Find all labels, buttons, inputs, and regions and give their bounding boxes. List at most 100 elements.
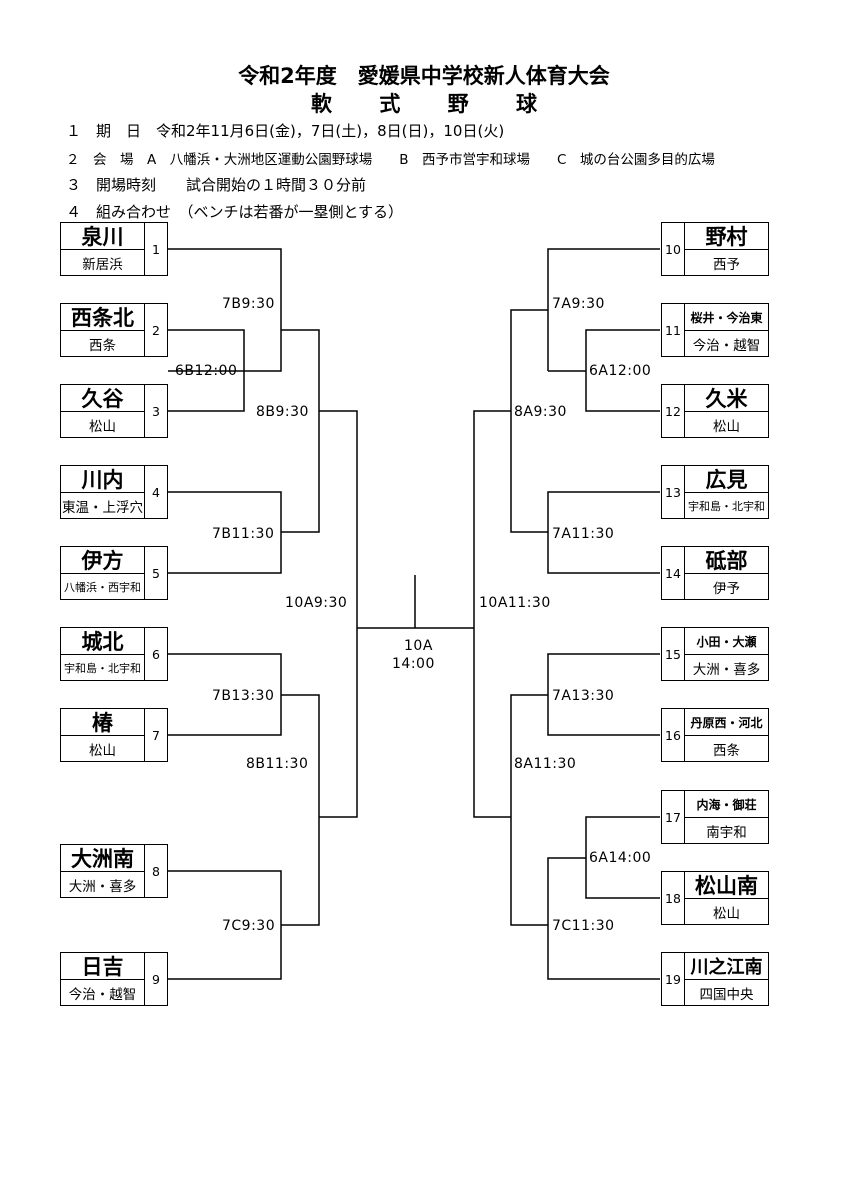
- team-name: 砥部: [684, 547, 768, 574]
- team-region: 宇和島・北宇和: [61, 655, 145, 680]
- team-number: 1: [152, 241, 160, 257]
- team-card: 11 桜井・今治東 今治・越智: [661, 303, 769, 357]
- team-number: 15: [665, 646, 681, 662]
- match-label: 7B11:30: [212, 526, 275, 542]
- info-venues: ２ 会 場 A 八幡浜・大洲地区運動公園野球場 B 西予市営宇和球場 C 城の台…: [66, 152, 715, 168]
- team-name: 泉川: [61, 223, 145, 250]
- team-card: 12 久米 松山: [661, 384, 769, 438]
- match-label: 7B9:30: [222, 296, 275, 312]
- team-number: 16: [665, 727, 681, 743]
- team-region: 松山: [684, 412, 768, 437]
- match-label: 7A11:30: [552, 526, 615, 542]
- team-number: 3: [152, 403, 160, 419]
- match-label: 10A9:30: [285, 595, 348, 611]
- team-card: 久谷 松山 3: [60, 384, 168, 438]
- team-number: 2: [152, 322, 160, 338]
- team-number: 13: [665, 484, 681, 500]
- team-card: 14 砥部 伊予: [661, 546, 769, 600]
- team-name: 城北: [61, 628, 145, 655]
- match-label: 7C9:30: [222, 918, 276, 934]
- team-region: 宇和島・北宇和: [684, 493, 768, 518]
- team-region: 南宇和: [684, 818, 768, 843]
- team-region: 松山: [684, 899, 768, 924]
- team-number: 12: [665, 403, 681, 419]
- page-subtitle: 軟 式 野 球: [311, 92, 557, 116]
- team-name: 内海・御荘: [684, 791, 768, 818]
- team-name: 日吉: [61, 953, 145, 980]
- team-region: 今治・越智: [61, 980, 145, 1005]
- team-region: 松山: [61, 412, 145, 437]
- team-card: 15 小田・大瀬 大洲・喜多: [661, 627, 769, 681]
- match-label: 10A11:30: [479, 595, 551, 611]
- match-label: 6A12:00: [589, 363, 652, 379]
- team-card: 大洲南 大洲・喜多 8: [60, 844, 168, 898]
- team-number: 4: [152, 484, 160, 500]
- team-card: 17 内海・御荘 南宇和: [661, 790, 769, 844]
- team-card: 日吉 今治・越智 9: [60, 952, 168, 1006]
- team-card: 19 川之江南 四国中央: [661, 952, 769, 1006]
- team-name: 川之江南: [684, 953, 768, 980]
- match-label: 8A11:30: [514, 756, 577, 772]
- team-number: 10: [665, 241, 681, 257]
- team-region: 東温・上浮穴: [61, 493, 145, 518]
- team-name: 川内: [61, 466, 145, 493]
- team-name: 野村: [684, 223, 768, 250]
- team-name: 松山南: [684, 872, 768, 899]
- team-region: 新居浜: [61, 250, 145, 275]
- team-card: 18 松山南 松山: [661, 871, 769, 925]
- team-name: 伊方: [61, 547, 145, 574]
- final-match-time: 14:00: [392, 656, 435, 672]
- match-label: 8B11:30: [246, 756, 309, 772]
- team-card: 椿 松山 7: [60, 708, 168, 762]
- match-label: 8B9:30: [256, 404, 309, 420]
- final-match-venue: 10A: [404, 638, 433, 654]
- team-region: 四国中央: [684, 980, 768, 1005]
- match-label: 7C11:30: [552, 918, 615, 934]
- team-region: 松山: [61, 736, 145, 761]
- team-card: 伊方 八幡浜・西宇和 5: [60, 546, 168, 600]
- team-number: 17: [665, 809, 681, 825]
- team-region: 西条: [61, 331, 145, 356]
- team-region: 西予: [684, 250, 768, 275]
- team-number: 14: [665, 565, 681, 581]
- team-name: 丹原西・河北: [684, 709, 768, 736]
- info-pairing: ４ 組み合わせ （ベンチは若番が一塁側とする）: [66, 203, 404, 221]
- team-name: 小田・大瀬: [684, 628, 768, 655]
- team-name: 椿: [61, 709, 145, 736]
- team-number: 8: [152, 863, 160, 879]
- match-label: 6A14:00: [589, 850, 652, 866]
- team-region: 今治・越智: [684, 331, 768, 356]
- team-name: 大洲南: [61, 845, 145, 872]
- match-label: 8A9:30: [514, 404, 567, 420]
- match-label: 7A9:30: [552, 296, 605, 312]
- team-card: 西条北 西条 2: [60, 303, 168, 357]
- info-dates: １ 期 日 令和2年11月6日(金)，7日(土)，8日(日)，10日(火): [66, 122, 505, 140]
- team-region: 大洲・喜多: [684, 655, 768, 680]
- team-region: 八幡浜・西宇和: [61, 574, 145, 599]
- match-label: 6B12:00: [175, 363, 238, 379]
- team-number: 6: [152, 646, 160, 662]
- team-card: 10 野村 西予: [661, 222, 769, 276]
- match-label: 7B13:30: [212, 688, 275, 704]
- team-region: 伊予: [684, 574, 768, 599]
- team-number: 11: [665, 322, 681, 338]
- team-name: 桜井・今治東: [684, 304, 768, 331]
- team-name: 広見: [684, 466, 768, 493]
- team-number: 9: [152, 971, 160, 987]
- team-card: 川内 東温・上浮穴 4: [60, 465, 168, 519]
- team-region: 西条: [684, 736, 768, 761]
- team-name: 久米: [684, 385, 768, 412]
- team-number: 19: [665, 971, 681, 987]
- team-card: 泉川 新居浜 1: [60, 222, 168, 276]
- team-number: 7: [152, 727, 160, 743]
- page-title: 令和2年度 愛媛県中学校新人体育大会: [238, 64, 610, 88]
- team-number: 5: [152, 565, 160, 581]
- team-card: 16 丹原西・河北 西条: [661, 708, 769, 762]
- match-label: 7A13:30: [552, 688, 615, 704]
- team-region: 大洲・喜多: [61, 872, 145, 897]
- team-card: 13 広見 宇和島・北宇和: [661, 465, 769, 519]
- team-name: 西条北: [61, 304, 145, 331]
- info-opening-time: ３ 開場時刻 試合開始の１時間３０分前: [66, 176, 367, 194]
- team-number: 18: [665, 890, 681, 906]
